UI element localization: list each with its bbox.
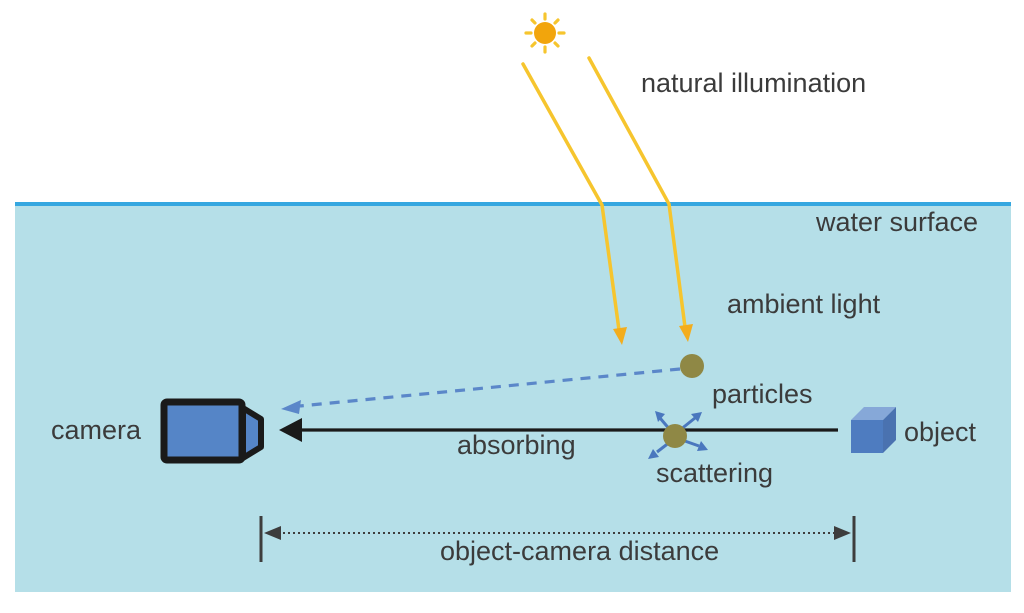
label-natural-illumination: natural illumination bbox=[641, 68, 867, 98]
ambient-particle-dot bbox=[680, 354, 704, 378]
light-ray-arrow-left bbox=[521, 62, 627, 345]
label-particles: particles bbox=[712, 379, 813, 409]
water-region bbox=[15, 202, 1011, 592]
camera-icon bbox=[160, 398, 264, 464]
label-absorbing: absorbing bbox=[457, 430, 576, 460]
label-scattering: scattering bbox=[656, 458, 774, 488]
sun-icon bbox=[524, 12, 566, 54]
label-object: object bbox=[904, 417, 977, 447]
label-camera: camera bbox=[51, 415, 142, 445]
light-ray-arrow-right bbox=[587, 56, 693, 342]
dashed-light-arrow bbox=[281, 367, 681, 414]
label-object-camera-distance: object-camera distance bbox=[440, 536, 720, 566]
object-cube-icon bbox=[851, 407, 896, 453]
absorbing-arrow bbox=[279, 418, 838, 442]
scattering-particle-dot bbox=[663, 424, 687, 448]
distance-measure-arrow bbox=[259, 516, 856, 562]
label-water-surface: water surface bbox=[816, 207, 979, 237]
label-ambient-light: ambient light bbox=[727, 289, 881, 319]
